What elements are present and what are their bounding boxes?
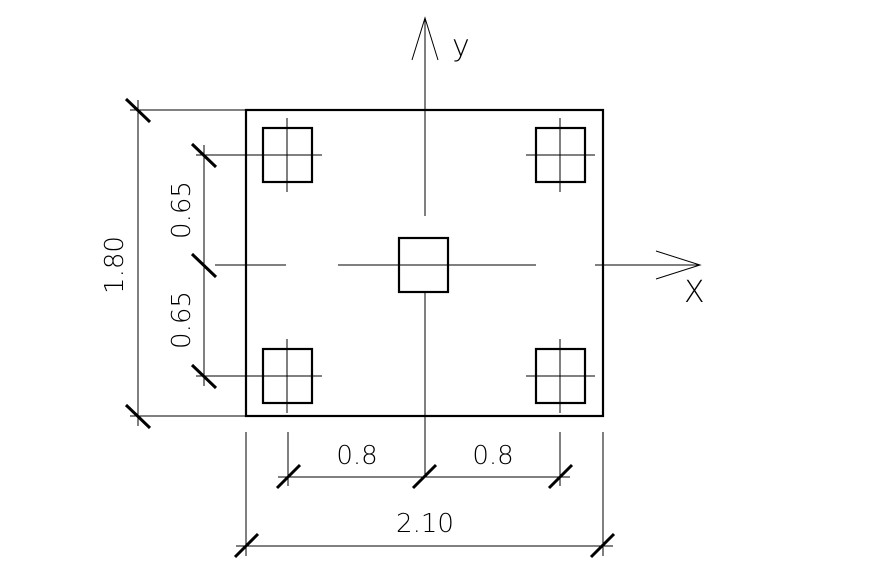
dim-total-width-label: 2.10: [396, 509, 454, 539]
y-axis-arrowhead: [411, 16, 439, 61]
y-axis-label: y: [452, 29, 470, 64]
x-axis-label: X: [684, 275, 705, 310]
dim-lower-spacing-label: 0.65: [167, 291, 197, 349]
pile-centerlines: [253, 118, 595, 413]
dim-pile-spacing-vertical: 0.65 0.65: [167, 142, 260, 390]
dim-total-width: 2.10: [233, 432, 616, 559]
dim-pile-spacing-horizontal: 0.8 0.8: [275, 432, 574, 490]
dim-upper-spacing-label: 0.65: [167, 181, 197, 239]
y-axis: y: [411, 16, 470, 475]
dim-total-height-label: 1.80: [100, 236, 130, 294]
x-axis-arrowhead: [655, 250, 702, 280]
dim-left-spacing-label: 0.8: [336, 441, 377, 471]
dim-right-spacing-label: 0.8: [472, 441, 513, 471]
dim-total-height: 1.80: [100, 97, 246, 430]
x-axis: X: [215, 250, 705, 310]
